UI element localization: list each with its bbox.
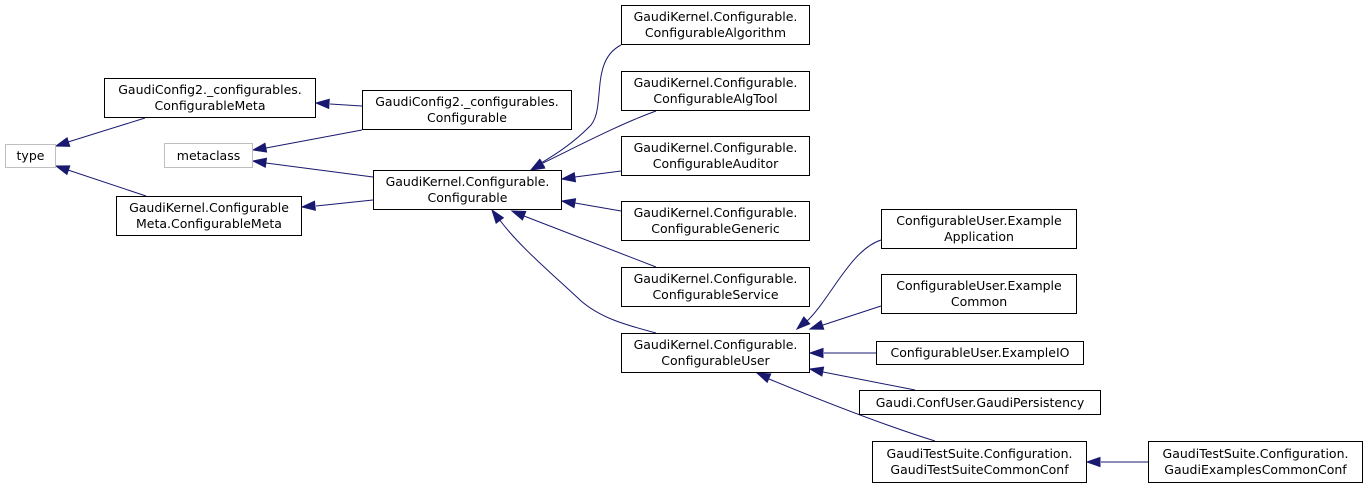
node-configurable-algtool[interactable]: GaudiKernel.Configurable. ConfigurableAl… xyxy=(621,71,810,111)
edge-ts_examples-to-ts_common xyxy=(1085,456,1148,468)
edge-line xyxy=(523,215,657,268)
node-example-application[interactable]: ConfigurableUser.Example Application xyxy=(881,209,1077,249)
edge-line xyxy=(822,371,916,391)
edge-gk_meta-to-type xyxy=(54,165,147,197)
arrowhead xyxy=(560,198,577,209)
node-gaudiconfig2-configurable[interactable]: GaudiConfig2._configurables. Configurabl… xyxy=(362,90,572,130)
arrowhead xyxy=(529,159,546,171)
node-gaudi-examples-common-conf[interactable]: GaudiTestSuite.Configuration. GaudiExamp… xyxy=(1148,441,1363,483)
edge-gc2_conf-to-gc2_meta xyxy=(314,98,363,110)
edge-ts_common-to-gk_user xyxy=(755,372,936,442)
node-gaudi-testsuite-common-conf[interactable]: GaudiTestSuite.Configuration. GaudiTestS… xyxy=(872,441,1087,483)
arrowhead xyxy=(300,200,316,211)
node-gaudikernel-configurablemeta[interactable]: GaudiKernel.Configurable Meta.Configurab… xyxy=(116,196,302,236)
edge-line xyxy=(67,117,146,143)
node-example-io[interactable]: ConfigurableUser.ExampleIO xyxy=(876,341,1084,365)
edge-line xyxy=(574,202,622,212)
edge-line xyxy=(315,199,374,207)
arrowhead xyxy=(54,165,71,176)
arrowhead xyxy=(510,210,527,221)
arrowhead xyxy=(808,366,825,377)
node-gaudikernel-configurable[interactable]: GaudiKernel.Configurable. Configurable xyxy=(373,170,562,210)
edge-line xyxy=(540,44,622,164)
edge-gk_user-to-gk_conf xyxy=(491,208,657,334)
arrowhead xyxy=(755,372,772,384)
arrowhead xyxy=(491,208,505,224)
node-metaclass[interactable]: metaclass xyxy=(164,143,253,168)
node-type[interactable]: type xyxy=(5,144,56,168)
edge-line xyxy=(574,170,622,178)
node-configurable-algorithm[interactable]: GaudiKernel.Configurable. ConfigurableAl… xyxy=(621,5,810,45)
arrowhead xyxy=(251,142,268,153)
edge-cu_app-to-gk_user xyxy=(795,239,882,331)
edge-line xyxy=(265,162,374,178)
arrowhead xyxy=(1085,456,1101,468)
arrowhead xyxy=(314,98,330,110)
edge-gk_service-to-gk_conf xyxy=(510,210,657,268)
edge-gk_conf-to-metaclass xyxy=(251,157,374,178)
arrowhead xyxy=(808,347,824,359)
edge-line xyxy=(265,129,363,149)
edge-line xyxy=(498,218,657,334)
edge-gk_algtool-to-gk_conf xyxy=(529,110,657,171)
node-configurable-generic[interactable]: GaudiKernel.Configurable. ConfigurableGe… xyxy=(621,201,810,241)
node-configurable-service[interactable]: GaudiKernel.Configurable. ConfigurableSe… xyxy=(621,267,810,307)
edge-line xyxy=(542,110,657,164)
edge-gk_generic-to-gk_conf xyxy=(560,198,622,212)
edge-line xyxy=(768,378,936,442)
edge-gk_conf-to-gk_meta xyxy=(300,199,374,211)
arrowhead xyxy=(560,172,577,183)
node-gaudiconfig2-configurablemeta[interactable]: GaudiConfig2._configurables. Configurabl… xyxy=(104,78,316,118)
edge-cu_io-to-gk_user xyxy=(808,347,876,359)
arrowhead xyxy=(54,136,71,147)
edge-line xyxy=(329,103,363,107)
arrowhead xyxy=(251,157,268,168)
edge-persistency-to-gk_user xyxy=(808,366,916,391)
edge-cu_common-to-gk_user xyxy=(808,305,882,330)
edge-line xyxy=(67,169,147,197)
edge-gc2_meta-to-type xyxy=(54,117,146,147)
arrowhead xyxy=(795,316,811,331)
edge-gc2_conf-to-metaclass xyxy=(251,129,363,153)
edge-line xyxy=(805,239,882,323)
node-example-common[interactable]: ConfigurableUser.Example Common xyxy=(881,274,1077,314)
edge-line xyxy=(822,305,882,326)
node-gaudi-persistency[interactable]: Gaudi.ConfUser.GaudiPersistency xyxy=(859,390,1101,415)
node-configurable-user[interactable]: GaudiKernel.Configurable. ConfigurableUs… xyxy=(621,333,810,373)
edge-gk_auditor-to-gk_conf xyxy=(560,170,622,183)
node-configurable-auditor[interactable]: GaudiKernel.Configurable. ConfigurableAu… xyxy=(621,136,810,176)
arrowhead xyxy=(808,319,825,330)
